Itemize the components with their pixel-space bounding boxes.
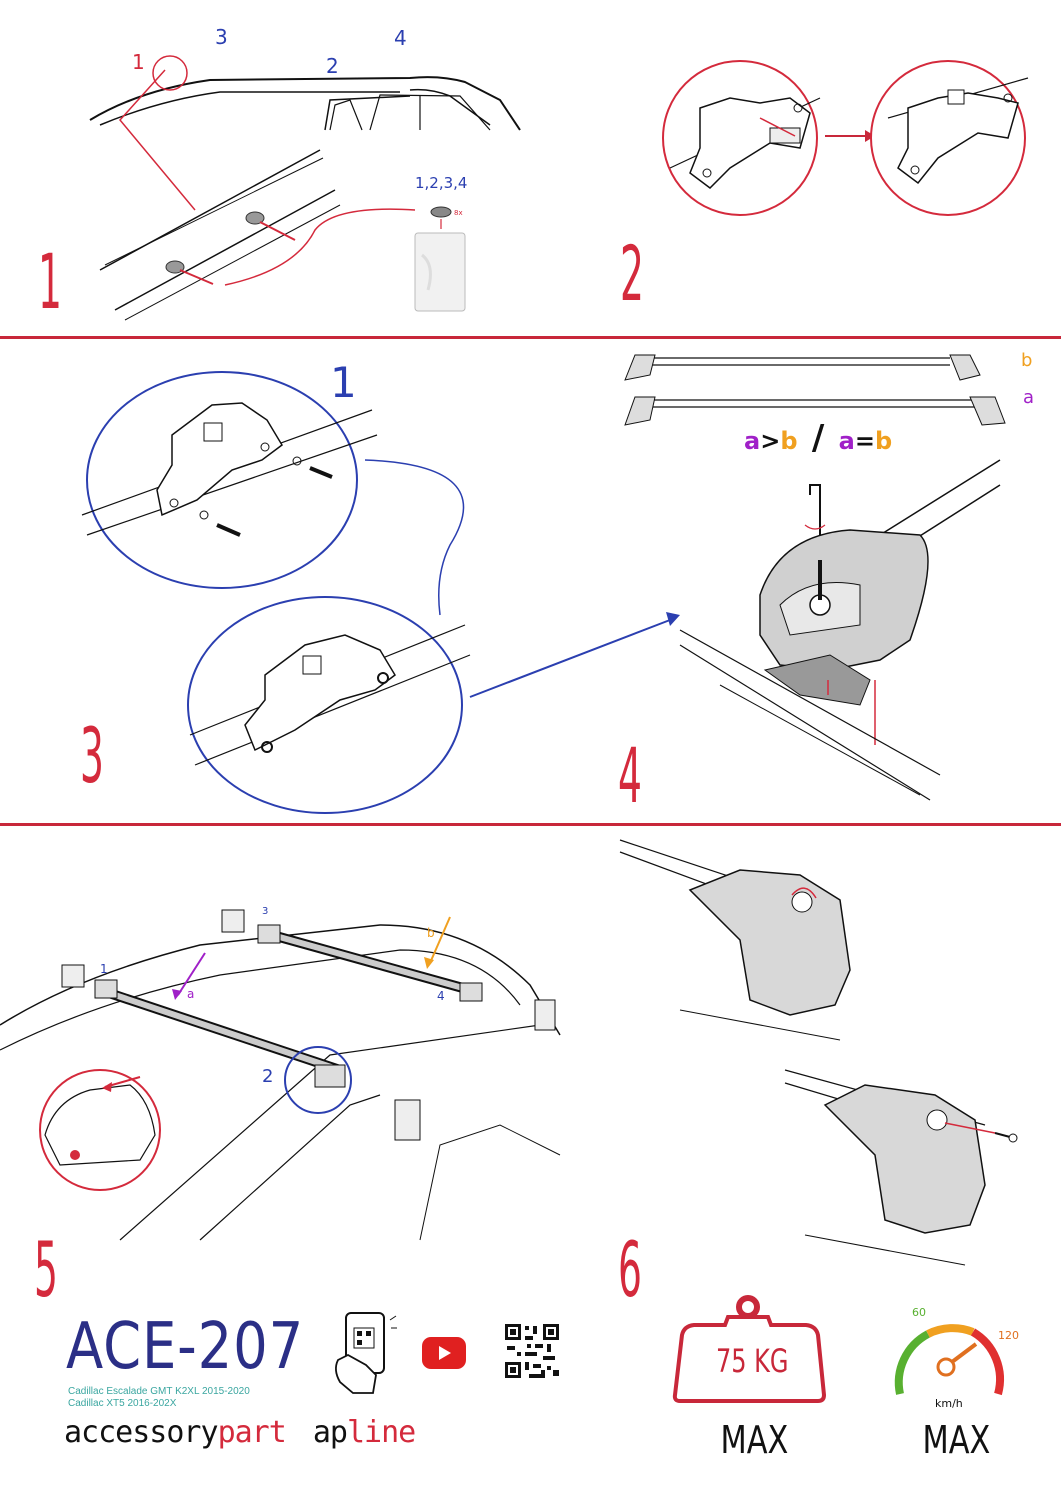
- weight-icon: [672, 1295, 827, 1403]
- phone-qr-icon: [335, 1312, 397, 1394]
- speed-unit: km/h: [935, 1397, 963, 1410]
- speed-max-label: MAX: [922, 1418, 991, 1462]
- step4-rule-gt: >: [760, 427, 781, 455]
- step1-callout-2: 2: [326, 54, 339, 78]
- speed-mark-60: 60: [912, 1306, 926, 1319]
- speed-mark-120: 120: [998, 1329, 1019, 1342]
- step5-bar-a-label: a: [187, 987, 195, 1001]
- step2-arrow: [825, 130, 875, 142]
- model-number: ACE-207: [66, 1310, 305, 1384]
- step-number-5: 5: [34, 1225, 58, 1314]
- step6-key-remove-drawing: [784, 1069, 1018, 1266]
- step6-lock-turn-drawing: [619, 839, 851, 1041]
- step2-foot-plate-after-zoom: [870, 60, 1029, 216]
- step4-rule-a2: a: [838, 427, 855, 455]
- step5-car-roof-bars-drawing: [0, 909, 561, 1241]
- brand-part: part: [217, 1415, 287, 1450]
- step4-label-a: a: [1023, 387, 1035, 408]
- brand-line: line: [347, 1415, 416, 1450]
- step4-foot-install-drawing: [679, 459, 1001, 801]
- youtube-icon[interactable]: [422, 1337, 466, 1369]
- step3-zoom-label: 1: [330, 358, 357, 407]
- step-number-2: 2: [620, 229, 644, 318]
- weight-max-label: MAX: [720, 1418, 789, 1462]
- section-divider-middle: [0, 823, 1061, 826]
- step1-callout-3: 3: [215, 25, 228, 49]
- step-number-3: 3: [80, 711, 104, 800]
- step-number-6: 6: [618, 1225, 642, 1314]
- qr-code-icon[interactable]: [503, 1322, 561, 1380]
- step4-rule-b: b: [780, 427, 798, 455]
- step4-rule-b2: b: [874, 427, 893, 455]
- step2-foot-plate-before-zoom: [662, 60, 821, 216]
- fitment-line-1: Cadillac Escalade GMT K2XL 2015-2020: [68, 1386, 250, 1397]
- step5-bar-b-label: b: [427, 926, 435, 940]
- brand-accessory: accessory: [64, 1415, 219, 1450]
- step4-bars-comparison: [624, 354, 1006, 426]
- fitment-line-2: Cadillac XT5 2016-202X: [68, 1398, 177, 1409]
- section-divider-top: [0, 336, 1061, 339]
- step1-parts-bag-drawing: [414, 206, 466, 312]
- step1-callout-4: 4: [394, 26, 407, 50]
- step4-rule-a: a: [744, 427, 761, 455]
- step4-rule: a>b / a=b: [744, 421, 892, 455]
- step1-bag-count: 8x: [454, 209, 463, 217]
- step1-bag-label: 1,2,3,4: [415, 174, 468, 192]
- step1-rail-detail-drawing: [99, 69, 416, 321]
- step3-zoom-screws-in: [187, 596, 471, 814]
- step3-zoom-screws-out: [81, 371, 378, 589]
- step5-foot-label-4: 4: [437, 989, 445, 1003]
- step3-connector-arrow: [364, 459, 465, 616]
- step5-foot-label-1: 1: [100, 962, 108, 976]
- step4-label-b: b: [1021, 350, 1033, 371]
- step-number-4: 4: [618, 731, 642, 820]
- step5-foot-label-2: 2: [262, 1066, 274, 1087]
- step3-to-step4-arrow: [469, 612, 680, 698]
- step1-car-roof-drawing: [89, 55, 521, 131]
- brand-wordmark: accessorypart apline: [64, 1415, 416, 1450]
- weight-limit-value: 75 KG: [716, 1342, 789, 1380]
- step4-rule-separator: /: [811, 418, 825, 458]
- brand-ap: ap: [312, 1415, 348, 1450]
- step1-callout-1: 1: [132, 50, 145, 74]
- speedometer-icon: [894, 1324, 1004, 1396]
- step4-rule-eq: =: [854, 427, 875, 455]
- step-number-1: 1: [38, 237, 62, 326]
- step5-foot-label-3: 3: [262, 906, 269, 917]
